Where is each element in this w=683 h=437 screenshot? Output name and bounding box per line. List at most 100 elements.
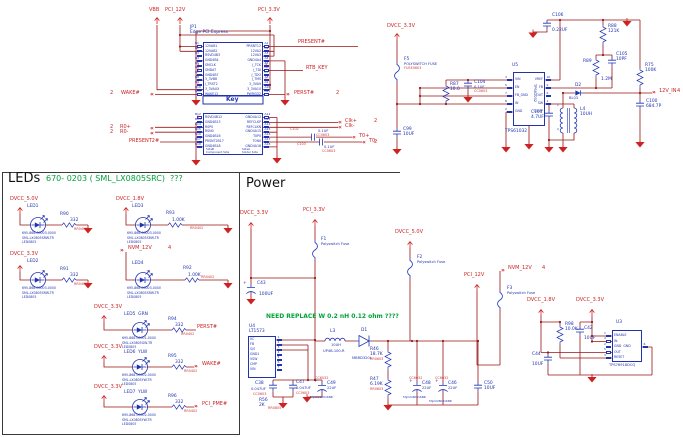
pin-number: A9 <box>264 79 269 84</box>
pin-number: 6 <box>546 90 549 95</box>
label-0-047uf: 0.047UF <box>296 386 311 390</box>
pin-number: 8 <box>505 98 507 103</box>
label-pci-12v: PCI_12V <box>464 272 485 278</box>
pin-stub <box>263 93 269 96</box>
pin-label: 12VA3 <box>250 53 261 58</box>
label-: « <box>352 134 356 141</box>
label-10uh: 10UH <box>331 343 341 347</box>
label-perst: PERST# <box>197 324 218 330</box>
label-c46: C46 <box>448 381 457 386</box>
pin-number: 1 <box>604 330 606 335</box>
pin-stub <box>545 102 551 106</box>
pin-stub <box>263 45 269 48</box>
pin-label: OUT <box>536 93 543 98</box>
label-cc6032: CC6032 <box>435 376 449 380</box>
pin-label: GND <box>515 109 523 114</box>
label-f2: F2 <box>417 255 423 260</box>
pin-stub <box>197 116 203 119</box>
label-dvcc-1-8v: DVCC_1.8V <box>527 297 556 303</box>
pin-label: 12VAB2 <box>205 48 218 53</box>
label-: + <box>243 281 247 286</box>
pin-label: 3_3VB8 <box>205 77 218 82</box>
pin-label: FB <box>250 342 255 347</box>
label-2: 2 <box>336 90 340 96</box>
pin-label: J_TDO <box>251 72 261 77</box>
label-r92: R92 <box>183 266 192 271</box>
label-6-19k: 6.19K <box>370 382 383 387</box>
label-sml-lx0805srw-tr: SML-LX0805SRW-TR <box>22 290 54 295</box>
pin-number: A1 <box>264 41 269 46</box>
label-sml-lx0805gw-tr: SML-LX0805GW-TR <box>122 340 153 345</box>
pin-label: T0P0 <box>253 134 261 139</box>
label-: » <box>194 403 198 410</box>
label-r95: R95 <box>168 354 177 359</box>
label-vbb: VBB <box>149 7 160 13</box>
pin-stub <box>276 358 282 362</box>
label-key: Key <box>226 96 239 103</box>
label-cc0603: CC0603 <box>474 89 488 93</box>
pin-stub <box>263 126 269 129</box>
label-dvcc-3-3v: DVCC_3.3V <box>94 304 123 310</box>
label-pci-12v: PCI_12V <box>165 7 186 13</box>
label-wake: WAKE# <box>121 90 140 96</box>
label-x: x <box>197 114 200 119</box>
label-121k: 121K <box>608 29 620 34</box>
pin-stub <box>263 121 269 124</box>
label-2: 2 <box>374 118 378 124</box>
label-rtb-key: RTB_KEY <box>306 65 328 71</box>
pin-stub <box>197 45 203 48</box>
pin-stub <box>507 102 513 106</box>
label-sml-lx0805srw-tr: SML-LX0805SRW-TR <box>127 235 159 240</box>
label-c101: C101 <box>531 110 543 115</box>
pin-number: B9 <box>195 79 199 84</box>
pin-stub <box>197 88 203 91</box>
label-led0805: LED0805 <box>127 295 142 299</box>
pin-stub <box>197 121 203 124</box>
label-r89: R89 <box>583 59 592 64</box>
label-: » <box>120 247 124 254</box>
label-led0805: LED0805 <box>122 345 137 349</box>
label-100k: 100K <box>645 68 657 73</box>
label-10-0: 10.0 <box>450 87 460 92</box>
label-10uf: 10UF <box>584 336 596 341</box>
label-4: 4 <box>542 265 546 271</box>
pin-label: VC <box>250 337 255 342</box>
label-1: 1 <box>557 103 559 107</box>
label-lt1573: LT1573 <box>249 329 265 334</box>
pin-stub <box>276 338 282 342</box>
pin-stub <box>642 345 648 349</box>
label-led0805: LED0805 <box>122 382 137 386</box>
label-led1: LED1 <box>27 204 39 209</box>
leds-section-note: 670- 0203 ( SML_LX0805SRC) ??? <box>46 174 183 183</box>
label-led5-grn: LED5 GRN <box>124 312 148 317</box>
pin-label: GND1 <box>250 352 260 357</box>
junction-dots <box>178 18 642 382</box>
pin-number: B5 <box>195 60 199 65</box>
label-rr0402: RR0402 <box>184 369 198 373</box>
pin-number: B11 <box>195 89 201 94</box>
label-x: x <box>265 62 268 67</box>
label-tps76918dcq: TPS76918DCQ <box>609 363 636 367</box>
label-up4b-100-r: UP4B-100-R <box>323 349 345 353</box>
pin-number: A3 <box>264 50 269 55</box>
pin-stub <box>263 83 269 86</box>
pin-number: B17 <box>195 136 201 141</box>
pin-stub <box>263 140 269 144</box>
label-wake: WAKE# <box>202 361 221 367</box>
pin-label: 12VA2 <box>250 48 261 53</box>
pin-number: 3 <box>277 344 280 349</box>
pin-stub <box>507 110 513 114</box>
label-rr0402: RR0402 <box>190 226 204 230</box>
label-led2: LED2 <box>27 259 39 264</box>
label-sml-lx0805yw-tr: SML-LX0805YW-TR <box>122 417 152 422</box>
label-dvcc-3-3v: DVCC_3.3V <box>576 297 605 303</box>
pin-stub <box>263 136 269 139</box>
pin-number: 3 <box>505 74 507 79</box>
label-c50: C50 <box>484 381 493 386</box>
label-rr0402: RR0402 <box>184 409 198 413</box>
pin-label: REFCLKP <box>246 119 261 124</box>
label-0-1uf: 0.1UF <box>324 145 335 149</box>
pin-label: FB_GND <box>515 93 528 98</box>
label-695-868-00003-0000: 695-868-00003-0000 <box>22 286 56 290</box>
